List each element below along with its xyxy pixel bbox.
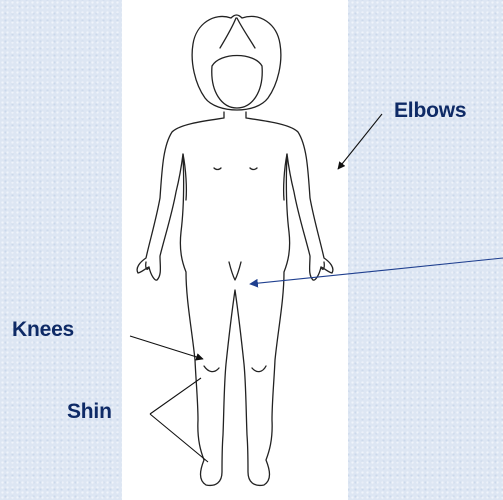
hair-outline [192, 15, 281, 110]
left-knee-mark [204, 366, 219, 372]
groin-mark [229, 262, 241, 280]
elbows-arrow [338, 114, 382, 169]
shin-arrow-upper [150, 378, 201, 414]
shin-arrow-lower [150, 414, 208, 462]
shin-label: Shin [67, 400, 112, 424]
right-knee-mark [252, 366, 266, 372]
left-chest-mark [214, 168, 221, 170]
knees-label: Knees [12, 318, 74, 342]
body-outline [137, 112, 333, 485]
hair-part-right [237, 18, 255, 48]
groin-arrow [250, 258, 503, 284]
hair-part [220, 18, 236, 48]
right-chest-mark [250, 168, 257, 170]
elbows-label: Elbows [394, 99, 466, 123]
face-outline [212, 56, 262, 109]
